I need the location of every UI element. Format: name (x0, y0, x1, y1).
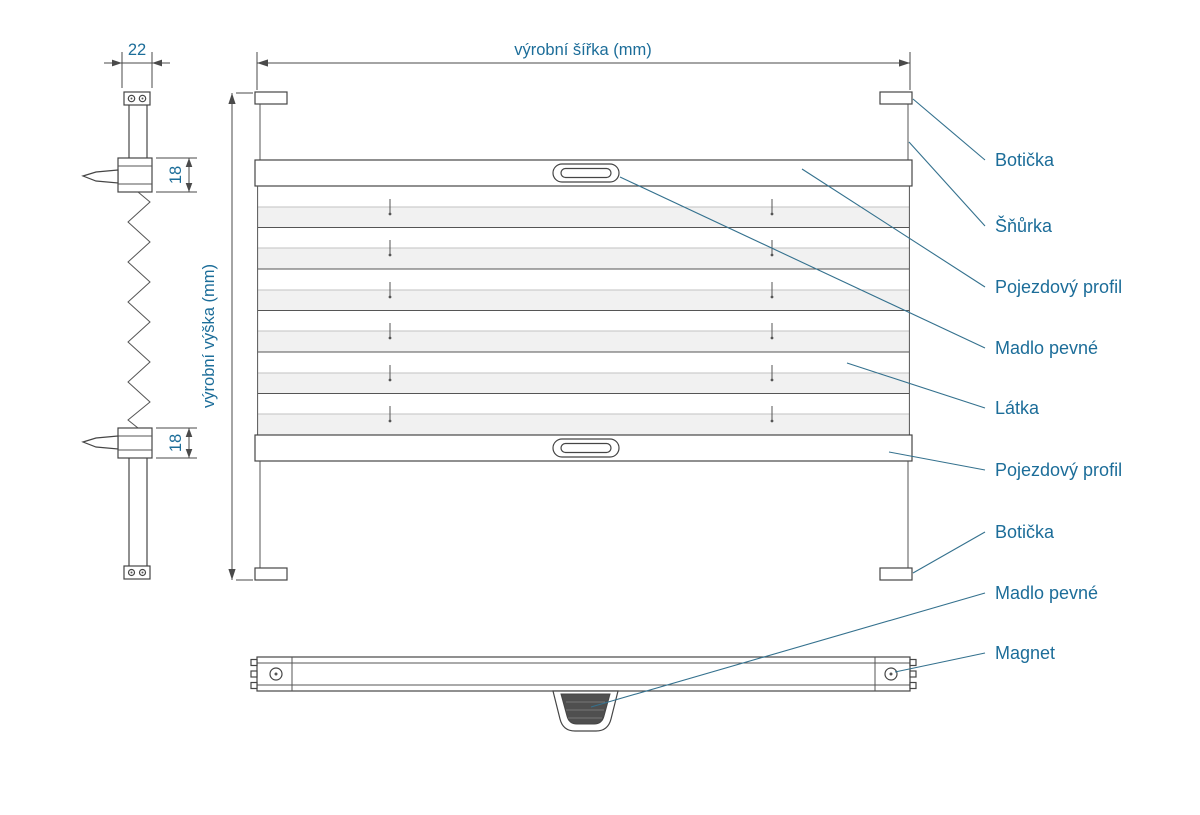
leader-rail-top (801, 168, 986, 288)
bracket-top-right (879, 91, 913, 105)
bracket-top-left (254, 91, 288, 105)
end-tabs-left (250, 658, 258, 690)
label-bracket-bottom: Botička (995, 522, 1055, 542)
bracket-bottom-right (879, 567, 913, 581)
label-handle-bottom: Madlo pevné (995, 583, 1098, 603)
label-handle-front: Madlo pevné (995, 338, 1098, 358)
side-fabric-zigzag (127, 191, 151, 429)
leader-cord (908, 141, 986, 227)
label-cord: Šňůrka (995, 215, 1053, 236)
leader-lines (590, 98, 986, 708)
cord-guides-right (770, 199, 774, 423)
side-bracket-bottom (123, 565, 151, 580)
handle-bottom-view (552, 690, 619, 732)
handle-slot-top (552, 163, 620, 183)
leader-bracket-bottom (912, 531, 986, 574)
side-rail-top-with-handle (81, 157, 153, 193)
leader-rail-bottom (888, 451, 986, 471)
magnet-right (884, 667, 898, 681)
bracket-bottom-left (254, 567, 288, 581)
callout-labels: Botička Šňůrka Pojezdový profil Madlo pe… (995, 150, 1122, 663)
bottom-view (250, 656, 917, 732)
leader-fabric (846, 362, 986, 409)
side-view: 22 18 (81, 41, 197, 580)
label-rail-top: Pojezdový profil (995, 277, 1122, 297)
dimension-production-width: výrobní šířka (mm) (256, 41, 911, 90)
magnet-left (269, 667, 283, 681)
side-handle-bottom (81, 435, 119, 450)
front-view (254, 91, 913, 581)
height-dimension-label: výrobní výška (mm) (200, 264, 218, 408)
end-tabs-right (909, 658, 917, 690)
dimension-production-height: výrobní výška (mm) (200, 92, 253, 581)
label-fabric: Látka (995, 398, 1040, 418)
rail-height-bottom-label: 18 (167, 434, 185, 452)
label-rail-bottom: Pojezdový profil (995, 460, 1122, 480)
bottom-view-rail (256, 656, 911, 692)
width-dimension-label: výrobní šířka (mm) (514, 41, 652, 59)
leader-magnet (894, 652, 986, 673)
dimension-rail-height-bottom: 18 (156, 427, 197, 459)
handle-slot-bottom (552, 438, 620, 458)
leader-bracket-top (912, 98, 986, 161)
rail-height-top-label: 18 (167, 166, 185, 184)
label-magnet: Magnet (995, 643, 1055, 663)
side-bracket-top (123, 91, 151, 106)
side-handle-top (81, 169, 119, 184)
dimension-rail-height-top: 18 (156, 157, 197, 193)
fabric-pleats (257, 186, 910, 435)
profile-depth-label: 22 (128, 41, 146, 59)
leader-handle-front (619, 176, 986, 349)
leader-handle-bottom (590, 592, 986, 708)
side-rail-bottom-with-handle (81, 427, 153, 459)
cord-guides-left (388, 199, 392, 423)
label-bracket-top: Botička (995, 150, 1055, 170)
dimension-profile-depth: 22 (104, 41, 170, 88)
